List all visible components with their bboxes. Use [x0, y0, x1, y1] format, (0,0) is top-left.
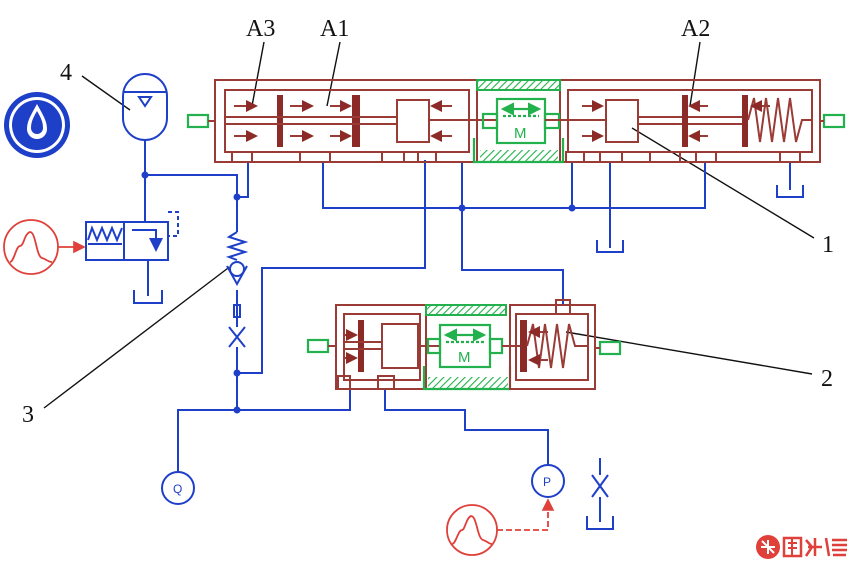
label-a3: A3	[246, 16, 275, 42]
label-1: 1	[822, 232, 834, 258]
label-3: 3	[22, 402, 34, 428]
pressure-gauge-icon: P	[531, 464, 565, 498]
pressure-gauge-label: P	[543, 475, 551, 489]
piston-a3	[234, 95, 283, 147]
bottom-valve-left-port	[306, 338, 330, 354]
bottom-valve-right-port	[598, 340, 622, 356]
leader-1	[631, 127, 815, 239]
flow-meter-label: Q	[173, 482, 182, 496]
top-valve-right-port	[822, 113, 846, 129]
orifice-icon	[591, 474, 609, 498]
spring-icon	[747, 97, 812, 143]
spool-right	[605, 99, 639, 143]
check-valve-icon	[225, 231, 249, 318]
tanks	[586, 185, 804, 530]
accumulator-icon	[122, 73, 168, 175]
tank-icon	[776, 185, 804, 198]
relief-valve-icon	[85, 211, 179, 304]
piston-a1	[290, 95, 360, 147]
label-a1: A1	[320, 16, 349, 42]
spool-left	[396, 99, 430, 143]
motor-icon: M	[422, 304, 512, 391]
top-valve-left-port	[186, 113, 210, 129]
tank-icon	[133, 290, 163, 304]
flow-meter-icon: Q	[161, 471, 195, 505]
water-drop-icon	[4, 92, 70, 158]
top-valve: M	[186, 79, 846, 164]
label-a2: A2	[681, 16, 710, 42]
leader-2	[565, 331, 813, 375]
line-junctions	[141, 171, 576, 414]
watermark-logo	[756, 535, 847, 559]
bottom-motor-label: M	[458, 349, 471, 366]
top-valve-ports	[231, 151, 801, 163]
label-4: 4	[60, 60, 72, 86]
tank-icon	[586, 516, 614, 530]
tank-icon	[596, 240, 624, 253]
spring-icon	[526, 323, 588, 369]
spring-icon	[87, 225, 123, 243]
leader-a1	[326, 41, 341, 107]
signal-source-icon	[446, 498, 555, 556]
callout-labels: A3 A1 A2 4 1 2 3	[22, 16, 834, 428]
top-motor-label: M	[514, 125, 527, 142]
leader-a2	[689, 41, 701, 107]
bottom-valve: M	[306, 299, 622, 391]
spring-icon	[225, 231, 249, 261]
label-2: 2	[821, 366, 833, 392]
leader-a3	[251, 41, 265, 107]
piston-a2	[682, 95, 708, 147]
orifice-icon	[228, 326, 246, 348]
signal-source-icon	[3, 219, 86, 275]
leader-3	[43, 261, 237, 409]
bottom-spool	[381, 323, 419, 369]
motor-icon: M	[472, 79, 565, 164]
